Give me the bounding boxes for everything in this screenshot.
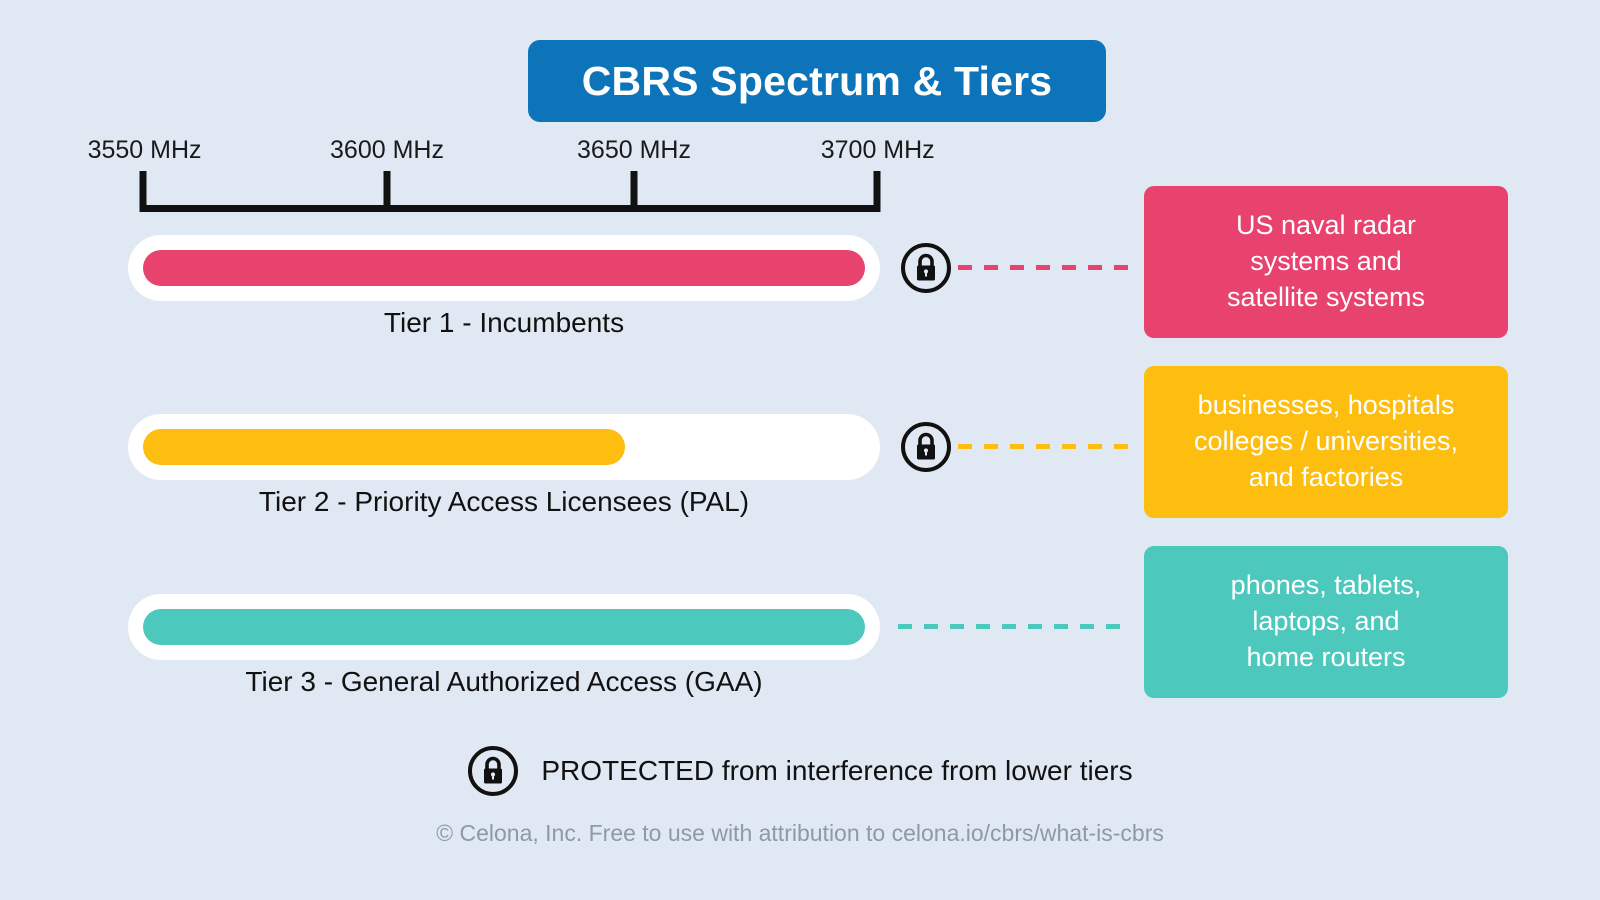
lock-icon (467, 745, 519, 797)
legend: PROTECTED from interference from lower t… (0, 745, 1600, 797)
tier-3-connector (898, 624, 1130, 629)
tier-2-fill (143, 429, 625, 465)
tier-3-track (128, 594, 880, 660)
tier-1-callout: US naval radar systems and satellite sys… (1144, 186, 1508, 338)
page-title: CBRS Spectrum & Tiers (581, 57, 1053, 104)
footer-attribution: © Celona, Inc. Free to use with attribut… (436, 820, 1164, 846)
scale-label-3600: 3600 MHz (330, 136, 444, 164)
tier-3-fill (143, 609, 865, 645)
scale-axis-line (140, 205, 880, 212)
tier-3-callout: phones, tablets, laptops, and home route… (1144, 546, 1508, 698)
tier-2-connector (958, 444, 1130, 449)
tier-2-label: Tier 2 - Priority Access Licensees (PAL) (258, 486, 750, 517)
lock-icon (900, 242, 952, 294)
scale-tick-3650 (630, 171, 638, 212)
legend-text: PROTECTED from interference from lower t… (541, 755, 1133, 786)
tier-2-callout: businesses, hospitals colleges / univers… (1144, 366, 1508, 518)
tier-1-label: Tier 1 - Incumbents (383, 307, 625, 338)
scale-label-3550: 3550 MHz (87, 136, 202, 164)
lock-icon (900, 421, 952, 473)
scale-tick-3600 (383, 171, 391, 212)
tier-1-fill (143, 250, 865, 286)
scale-tick-3700 (873, 171, 881, 212)
scale-label-3700: 3700 MHz (820, 136, 935, 164)
tier-3-callout-text: phones, tablets, laptops, and home route… (1230, 570, 1422, 672)
tier-1-callout-text: US naval radar systems and satellite sys… (1226, 210, 1426, 312)
tier-1-track (128, 235, 880, 301)
scale-tick-3550 (139, 171, 147, 212)
tier-2-callout-text: businesses, hospitals colleges / univers… (1193, 390, 1459, 492)
tier-3-label: Tier 3 - General Authorized Access (GAA) (245, 666, 763, 697)
scale-label-3650: 3650 MHz (577, 136, 691, 164)
page-title-badge: CBRS Spectrum & Tiers (528, 40, 1106, 122)
frequency-scale: 3550 MHz 3600 MHz 3650 MHz 3700 MHz (88, 136, 935, 212)
tier-2-track (128, 414, 880, 480)
tier-1-connector (958, 265, 1130, 270)
